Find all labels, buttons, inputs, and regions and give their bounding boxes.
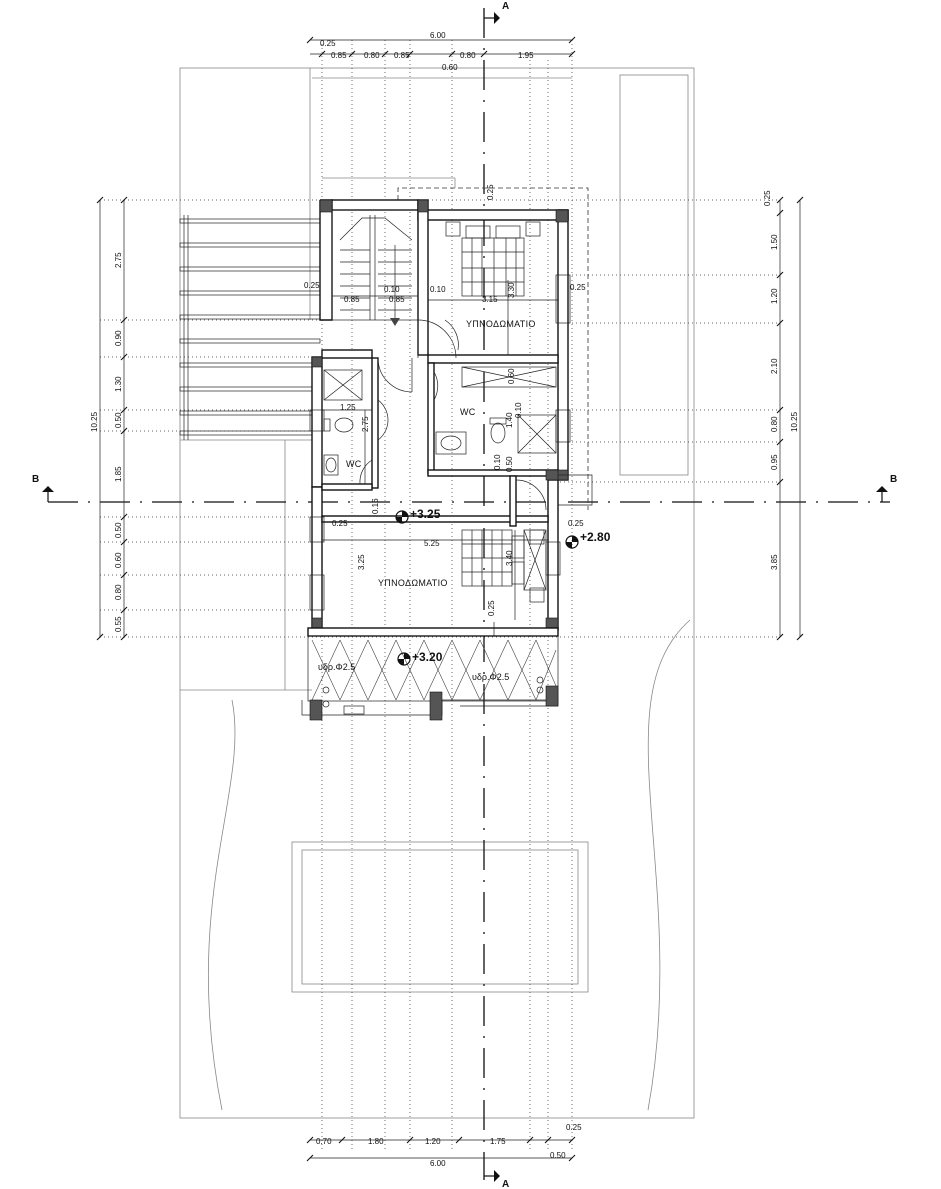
- dim-right-150: 1.50: [770, 234, 779, 250]
- dim-top-195: 1.95: [518, 51, 534, 60]
- dim-right-210: 2.10: [770, 358, 779, 374]
- dim-right-385: 3.85: [770, 554, 779, 570]
- room-label-wc-right: WC: [460, 407, 476, 417]
- room-label-bedroom-bottom: ΥΠΝΟΔΩΜΑΤΙΟ: [378, 578, 448, 588]
- pergola: [179, 215, 321, 440]
- grid-dotted-lines: [100, 40, 780, 1150]
- dim-right-025: 0.25: [763, 190, 772, 206]
- dim-int-050: 0.50: [505, 456, 514, 472]
- dim-top-060: 0.60: [442, 63, 458, 72]
- dimension-lines: [96, 36, 804, 1162]
- dim-int-330: 3.30: [507, 282, 516, 298]
- dim-int-025d: 0.25: [332, 519, 348, 528]
- dim-int-315: 3.15: [482, 295, 498, 304]
- dim-int-525: 5.25: [424, 539, 440, 548]
- dim-top-025: 0.25: [320, 39, 336, 48]
- dim-int-010c: 0.10: [514, 402, 523, 418]
- dim-right-095: 0.95: [770, 454, 779, 470]
- dim-int-025e: 0.25: [487, 600, 496, 616]
- dim-right-120: 1.20: [770, 288, 779, 304]
- dim-top-080b: 0.80: [460, 51, 476, 60]
- dim-int-125: 1.25: [340, 403, 356, 412]
- dim-bottom-070: 0.70: [316, 1137, 332, 1146]
- dim-int-340: 3.40: [505, 550, 514, 566]
- dim-int-140: 1.40: [505, 412, 514, 428]
- dim-left-050b: 0.50: [114, 522, 123, 538]
- dim-right-080: 0.80: [770, 416, 779, 432]
- section-b-left-label: B: [32, 474, 39, 485]
- dim-int-325: 3.25: [357, 554, 366, 570]
- level-side: +2.80: [580, 530, 611, 544]
- dim-left-total: 10.25: [90, 411, 99, 432]
- room-label-bedroom-top: ΥΠΝΟΔΩΜΑΤΙΟ: [466, 319, 536, 329]
- dim-bottom-total: 6.00: [430, 1159, 446, 1168]
- dim-bottom-025: 0.25: [566, 1123, 582, 1132]
- dim-left-050a: 0.50: [114, 412, 123, 428]
- dim-int-025f: 0.25: [568, 519, 584, 528]
- dim-left-060: 0.60: [114, 552, 123, 568]
- overhang-outline: [322, 177, 589, 510]
- dim-top-085a: 0.85: [331, 51, 347, 60]
- dim-left-080: 0.80: [114, 584, 123, 600]
- dim-int-085b: 0.85: [389, 295, 405, 304]
- dim-top-080a: 0.80: [364, 51, 380, 60]
- dim-int-010b: 0.10: [430, 285, 446, 294]
- room-label-wc-left: WC: [346, 459, 362, 469]
- note-drain-right: υδρ.Φ2.5: [472, 672, 509, 682]
- dim-int-010d: 0.10: [493, 454, 502, 470]
- dim-int-275: 2.75: [361, 416, 370, 432]
- dim-bottom-120: 1.20: [425, 1137, 441, 1146]
- dim-int-085a: 0.85: [344, 295, 360, 304]
- section-a-top-label: A: [502, 1, 509, 12]
- level-markers: [395, 510, 579, 666]
- dim-top-085b: 0.85: [394, 51, 410, 60]
- dim-bottom-175: 1.75: [490, 1137, 506, 1146]
- dim-right-total: 10.25: [790, 411, 799, 432]
- dim-left-130: 1.30: [114, 376, 123, 392]
- section-b-right-label: B: [890, 474, 897, 485]
- dim-int-016: 0.16: [371, 498, 380, 514]
- dim-int-025b: 0.25: [570, 283, 586, 292]
- balcony: [301, 622, 559, 721]
- dim-left-275: 2.75: [114, 252, 123, 268]
- note-drain-left: υδρ.Φ2.5: [318, 662, 355, 672]
- section-a-bottom-label: A: [502, 1179, 509, 1189]
- dim-int-010a: 0.10: [384, 285, 400, 294]
- dim-left-185: 1.85: [114, 466, 123, 482]
- dim-int-025a: 0.25: [304, 281, 320, 290]
- doors: [359, 319, 547, 511]
- dim-left-090: 0.90: [114, 330, 123, 346]
- level-balcony: +3.20: [412, 650, 443, 664]
- level-hall: +3.25: [410, 507, 441, 521]
- staircase: [339, 215, 413, 326]
- dim-int-060a: 0.60: [507, 368, 516, 384]
- dim-top-total: 6.00: [430, 31, 446, 40]
- dim-left-055: 0.55: [114, 616, 123, 632]
- section-axes: [42, 8, 890, 1182]
- site-outline: [179, 67, 695, 1119]
- dim-bottom-050: 0.50: [550, 1151, 566, 1160]
- dim-bottom-180: 1.80: [368, 1137, 384, 1146]
- dim-int-025c: 0.25: [486, 184, 495, 200]
